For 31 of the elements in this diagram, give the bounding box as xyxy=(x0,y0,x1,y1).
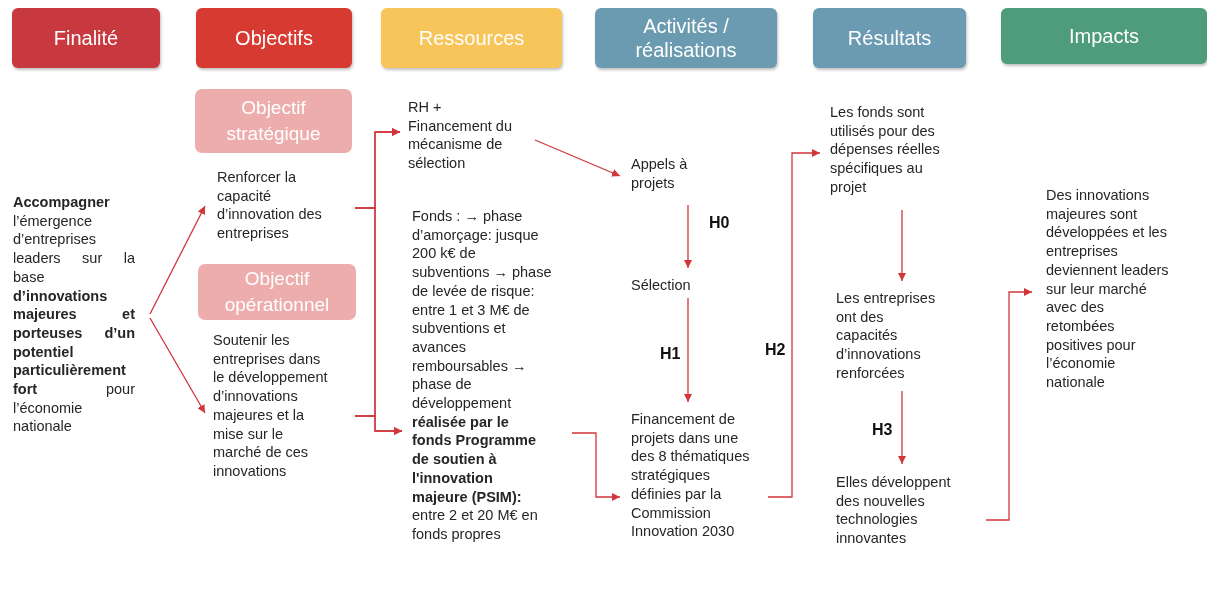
arrow xyxy=(571,432,621,501)
activity-text: Sélection xyxy=(620,268,710,298)
objective-text: Soutenir les entreprises dans le développement d’innovations majeures et la mise sur le marché de ces innovations xyxy=(205,331,355,503)
result-text: Les entreprises ont des capacités d’innovations renforcées xyxy=(826,281,952,391)
stage-header: Objectifs xyxy=(196,8,352,68)
activity-text: Financement de projets dans une des 8 thématiques stratégiques définies par la Commission Innovation 2030 xyxy=(620,402,768,584)
arrow xyxy=(898,209,906,282)
result-text: Les fonds sont utilisés pour des dépenses réelles spécifiques au projet xyxy=(820,103,962,210)
arrow xyxy=(684,204,692,269)
arrow xyxy=(354,415,403,435)
arrow xyxy=(898,390,906,465)
result-text: Elles développent des nouvelles technologies innovantes xyxy=(826,464,986,572)
impact-text: Des innovations majeures sont développées et les entreprises deviennent leaders sur leur marché avec des retombées positives pour l’économie nationale xyxy=(1032,186,1172,400)
arrow xyxy=(684,297,692,403)
arrow xyxy=(534,139,621,177)
objective-box: Objectif opérationnel xyxy=(198,264,356,320)
objective-text: Renforcer la capacité d’innovation des entreprises xyxy=(205,168,355,248)
objective-box: Objectif stratégique xyxy=(195,89,352,153)
arrow xyxy=(149,205,206,315)
resource-text: Fonds : → phase d’amorçage: jusque 200 k€ de subventions → phase de levée de risque: entre 1 et 3 M€ de subventions et avances remboursables → phase de développement réalisée par le fonds Programme de soutien à l'innovation majeure (PSIM): entre 2 et 20 M€ en fonds propres xyxy=(402,207,572,591)
stage-header: Ressources xyxy=(381,8,562,68)
stage-header: Activités / réalisations xyxy=(595,8,777,68)
stage-header: Impacts xyxy=(1001,8,1207,64)
activity-text: Appels à projets xyxy=(620,155,705,205)
arrow xyxy=(985,288,1033,521)
resource-text: RH + Financement du mécanisme de sélection xyxy=(400,98,535,178)
arrow xyxy=(149,317,206,414)
arrow xyxy=(767,149,821,498)
goal-text: Accompagner l’émergence d’entreprises leaders sur la base d’innovations majeures et porteuses d’un potentiel particulièrement fort pour l’économie nationale xyxy=(13,193,150,443)
stage-header: Finalité xyxy=(12,8,160,68)
stage-header: Résultats xyxy=(813,8,966,68)
